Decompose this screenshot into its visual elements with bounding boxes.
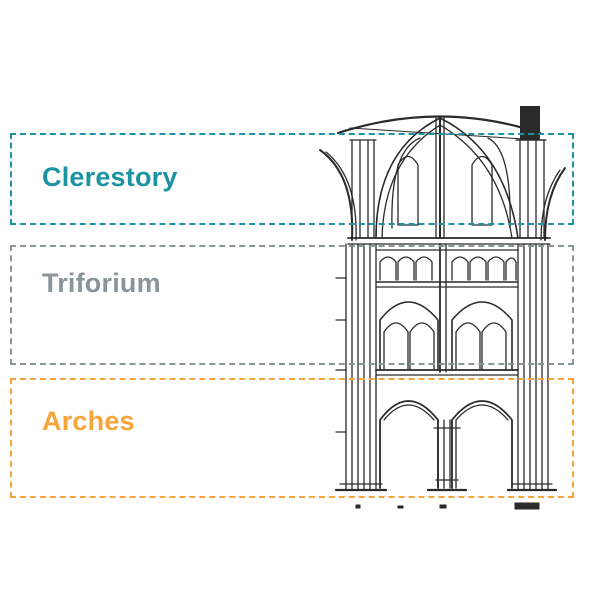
triforium-label: Triforium [42, 268, 161, 298]
triforium-band: Triforium [10, 245, 574, 365]
clerestory-label: Clerestory [42, 162, 178, 192]
clerestory-band: Clerestory [10, 133, 574, 225]
arches-band: Arches [10, 378, 574, 498]
arches-label: Arches [42, 406, 135, 436]
